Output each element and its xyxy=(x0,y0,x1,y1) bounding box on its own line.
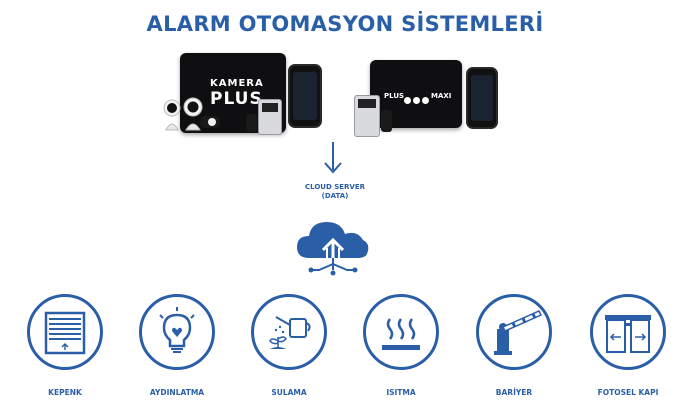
category-label: AYDINLATMA xyxy=(149,388,205,397)
keypad xyxy=(258,99,282,135)
panel-brand-top: KAMERA xyxy=(210,78,264,89)
dots-icon xyxy=(404,91,430,104)
category-label: ISITMA xyxy=(386,388,416,397)
cloud-data-label: (DATA) xyxy=(321,192,349,200)
kamera-plus-panel: KAMERA PLUS xyxy=(180,53,286,133)
keypad xyxy=(354,95,380,137)
category-fotosel-kapi xyxy=(590,294,666,370)
category-sulama xyxy=(251,294,327,370)
category-label: KEPENK xyxy=(48,388,82,397)
category-label: FOTOSEL KAPI xyxy=(597,388,659,397)
barrier-icon xyxy=(494,310,543,355)
panel-brand-bottom: PLUS xyxy=(210,89,263,109)
page-title: ALARM OTOMASYON SİSTEMLERİ xyxy=(146,12,544,36)
card-reader xyxy=(246,114,257,132)
watering-can-icon xyxy=(269,316,311,350)
lightbulb-icon xyxy=(159,307,195,353)
panel-brand-right: MAXI xyxy=(431,92,452,100)
camera-icon xyxy=(163,97,220,131)
cloud-upload-icon xyxy=(297,222,369,276)
smartphone xyxy=(288,64,322,128)
category-bariyer xyxy=(476,294,552,370)
cloud-server-label: CLOUD SERVER xyxy=(304,183,366,191)
category-label: BARİYER xyxy=(495,388,533,397)
category-label: SULAMA xyxy=(271,388,307,397)
panel-brand-left: PLUS xyxy=(384,92,405,100)
category-isitma xyxy=(363,294,439,370)
heating-icon xyxy=(382,318,420,350)
arrow-down-icon xyxy=(324,142,342,174)
sliding-door-icon xyxy=(605,315,651,353)
category-kepenk xyxy=(27,294,103,370)
card-reader xyxy=(381,110,392,132)
shutter-icon xyxy=(44,311,86,355)
category-aydinlatma xyxy=(139,294,215,370)
smartphone xyxy=(466,67,498,129)
